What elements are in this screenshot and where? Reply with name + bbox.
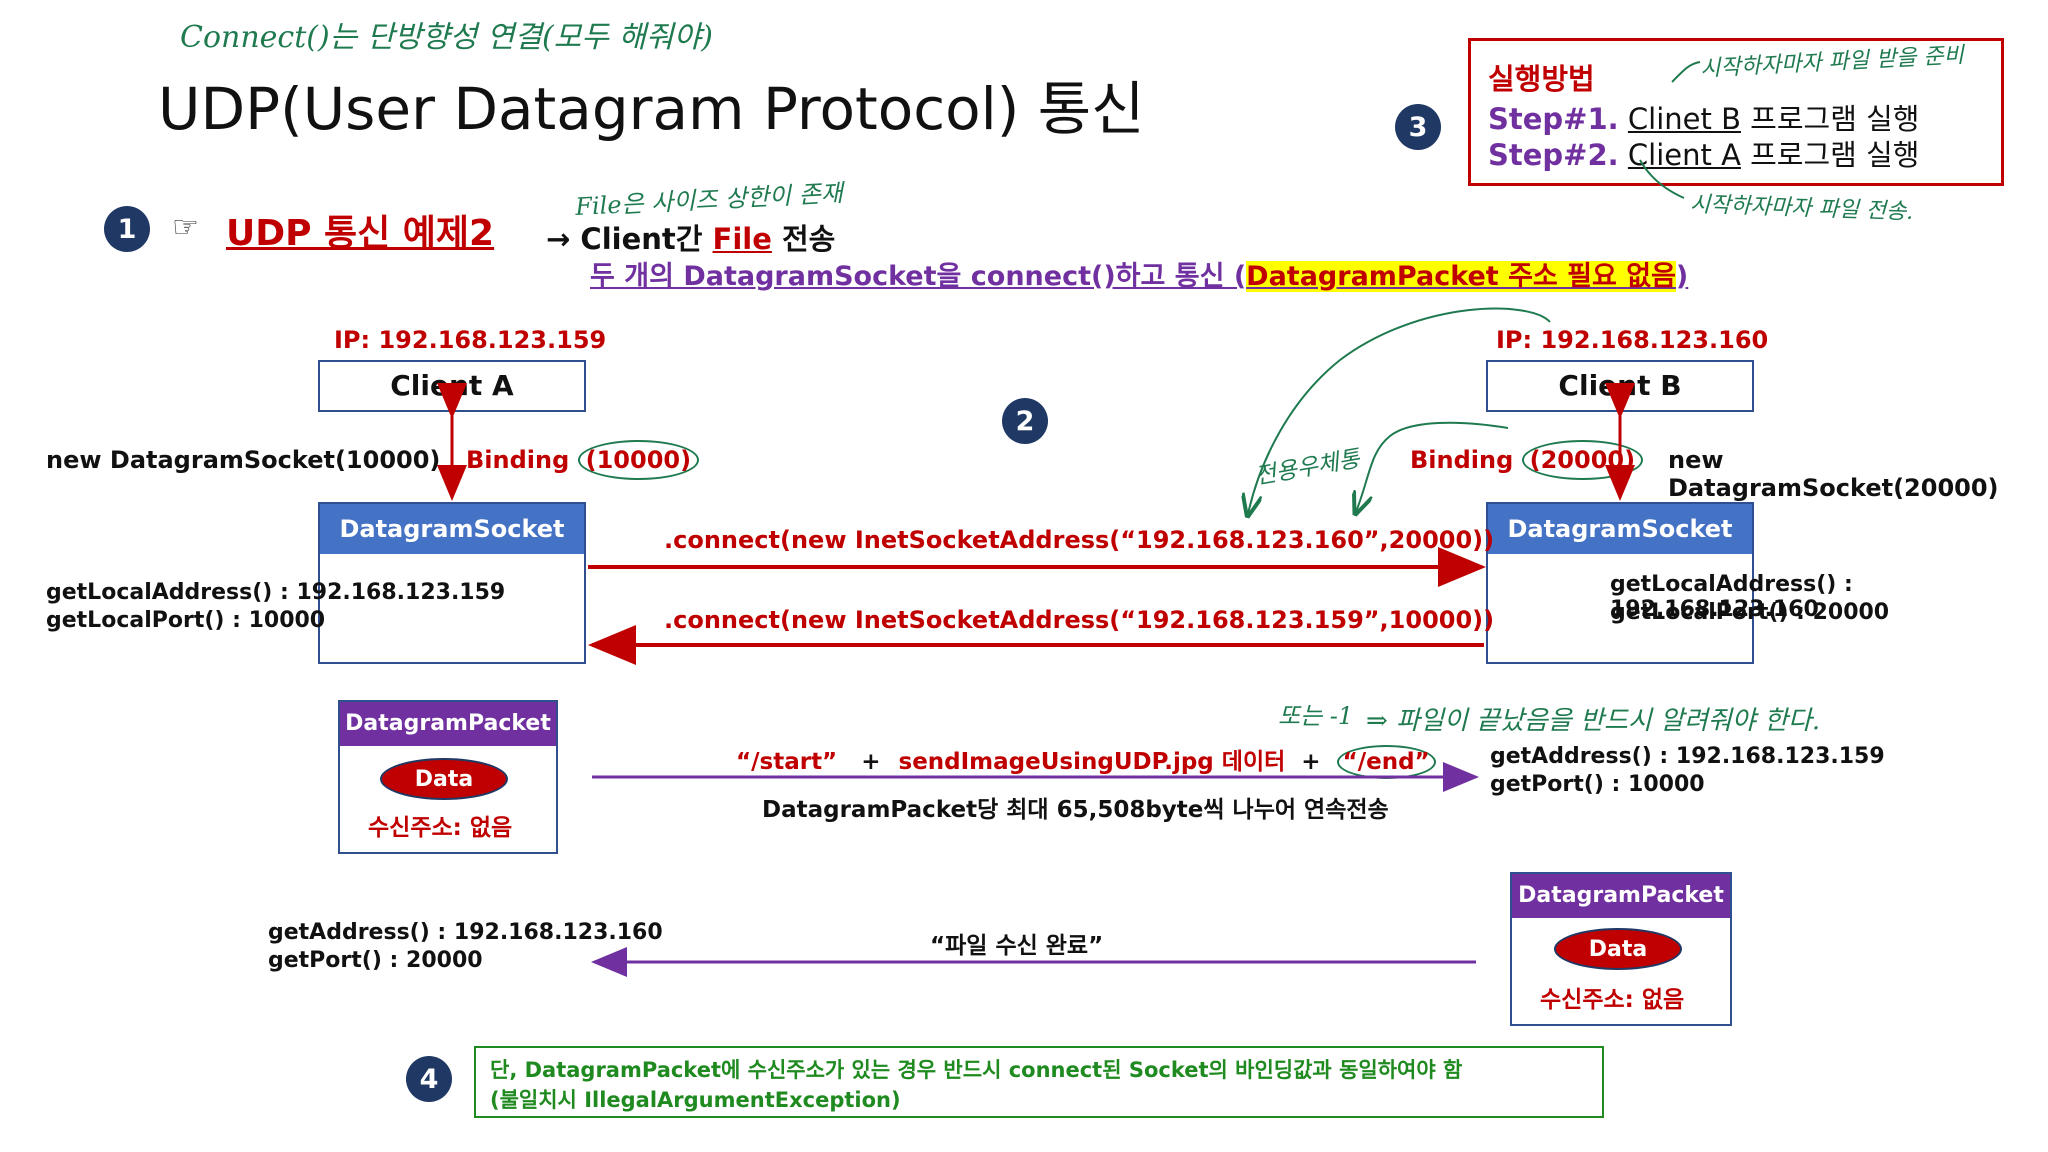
section1-heading: UDP 통신 예제2	[226, 213, 495, 254]
transfer-label: “/start” + sendImageUsingUDP.jpg 데이터 + “…	[736, 742, 1436, 779]
client-a-box: Client A	[318, 360, 586, 412]
packet-b-addr: 수신주소: 없음	[1540, 987, 1685, 1013]
packet-b-header: DatagramPacket	[1512, 874, 1730, 918]
step-number-3: 3	[1395, 104, 1441, 150]
client-b-local-address: getLocalAddress() : 192.168.123.160	[1610, 572, 1853, 622]
desc-prefix: Client간	[580, 222, 713, 256]
arrow-right-icon: →	[546, 222, 571, 256]
reply-recv-address: getAddress() : 192.168.123.160	[268, 920, 663, 945]
handnote-connect: Connect()는 단방향성 연결(모두 해줘야)	[180, 20, 713, 55]
step2-target: Client A	[1627, 138, 1741, 172]
transfer-start: “/start”	[736, 749, 838, 775]
connect-a-to-b-label: .connect(new InetSocketAddress(“192.168.…	[664, 526, 1495, 554]
packet-a-header: DatagramPacket	[340, 702, 556, 746]
reply-recv-port: getPort() : 20000	[268, 948, 483, 973]
step2-text: 프로그램 실행	[1740, 138, 1920, 172]
run-method-title: 실행방법	[1488, 62, 1595, 96]
section1-desc: → Client간 File 전송	[546, 216, 835, 258]
line2-highlight: DatagramPacket 주소 필요 없음	[1246, 261, 1676, 292]
step2-label: Step#2.	[1488, 138, 1619, 172]
warning-box	[474, 1046, 1604, 1118]
line2-prefix: 두 개의 DatagramSocket을 connect()하고 통신 (	[590, 261, 1247, 292]
packet-b: DatagramPacket	[1510, 872, 1732, 1026]
transfer-note: DatagramPacket당 최대 65,508byte씩 나누어 연속전송	[762, 797, 1389, 823]
reply-message: “파일 수신 완료”	[930, 933, 1104, 959]
transfer-file: sendImageUsingUDP.jpg 데이터	[898, 749, 1286, 775]
run-method-box	[1468, 38, 2004, 186]
packet-a-addr: 수신주소: 없음	[368, 815, 513, 841]
handnote-send: 시작하자마자 파일 전송.	[1689, 192, 1914, 225]
client-b-new-socket: new DatagramSocket(20000)	[1668, 446, 1999, 502]
step1-label: Step#1.	[1488, 102, 1619, 136]
transfer-recv-address: getAddress() : 192.168.123.159	[1490, 744, 1885, 769]
client-a-socket-header: DatagramSocket	[320, 504, 584, 554]
step1-text: 프로그램 실행	[1740, 102, 1920, 136]
client-b-ip: IP: 192.168.123.160	[1496, 326, 1769, 354]
transfer-recv-port: getPort() : 10000	[1490, 772, 1705, 797]
client-a-socket: DatagramSocket	[318, 502, 586, 664]
run-step2: Step#2. Client A 프로그램 실행	[1488, 132, 1919, 174]
desc-suffix: 전송	[771, 222, 836, 256]
client-b-binding-port: (20000)	[1521, 440, 1644, 480]
step-number-2: 2	[1002, 398, 1048, 444]
run-step1: Step#1. Clinet B 프로그램 실행	[1488, 96, 1920, 138]
handnote-or-minus1: 또는 -1	[1278, 702, 1354, 730]
client-b-binding: Binding (20000)	[1410, 440, 1644, 480]
warning-line2: (불일치시 IllegalArgumentException)	[490, 1088, 901, 1112]
client-b-binding-label: Binding	[1410, 446, 1522, 474]
step-number-1: 1	[104, 206, 150, 252]
packet-a: DatagramPacket	[338, 700, 558, 854]
handnote-mailbox: 전용우체통	[1253, 445, 1362, 490]
packet-b-data: Data	[1554, 928, 1682, 970]
client-a-binding-label: Binding	[466, 446, 578, 474]
handnote-end-required: ⇒ 파일이 끝났음을 반드시 알려줘야 한다.	[1366, 706, 1821, 736]
connect-b-to-a-label: .connect(new InetSocketAddress(“192.168.…	[664, 606, 1495, 634]
client-b-local-port: getLocalPort() : 20000	[1610, 600, 1890, 625]
warning-line1: 단, DatagramPacket에 수신주소가 있는 경우 반드시 conne…	[490, 1058, 1463, 1082]
client-a-binding-port: (10000)	[577, 440, 700, 480]
section1-line2: 두 개의 DatagramSocket을 connect()하고 통신 (Dat…	[590, 254, 1688, 293]
transfer-plus2: +	[1301, 749, 1321, 775]
client-a-binding: Binding (10000)	[466, 440, 700, 480]
client-a-ip: IP: 192.168.123.159	[334, 326, 607, 354]
pointing-hand-icon: ☞	[172, 210, 199, 245]
client-a-new-socket: new DatagramSocket(10000)	[46, 446, 441, 474]
client-b-socket-header: DatagramSocket	[1488, 504, 1752, 554]
desc-file: File	[712, 222, 772, 256]
transfer-plus1: +	[861, 749, 881, 775]
transfer-end: “/end”	[1336, 745, 1436, 779]
step-number-4: 4	[406, 1056, 452, 1102]
step1-target: Clinet B	[1627, 102, 1741, 136]
client-b-socket: DatagramSocket	[1486, 502, 1754, 664]
packet-a-data: Data	[380, 758, 508, 800]
line2-suffix: )	[1675, 261, 1689, 292]
client-a-local-port: getLocalPort() : 10000	[46, 608, 326, 633]
client-b-box: Client B	[1486, 360, 1754, 412]
page-title: UDP(User Datagram Protocol) 통신	[158, 75, 1145, 143]
handnote-file-limit: File은 사이즈 상한이 존재	[574, 179, 844, 221]
client-a-local-address: getLocalAddress() : 192.168.123.159	[46, 580, 506, 605]
